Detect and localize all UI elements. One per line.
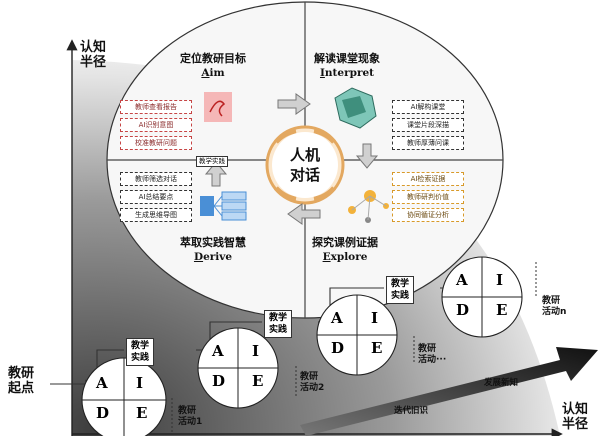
cycle-3: A I D E bbox=[331, 309, 383, 357]
cycle-1: A I D E bbox=[96, 374, 148, 422]
practice-label: 教学实践 bbox=[264, 310, 293, 338]
aim-item: 校准教研问题 bbox=[120, 136, 192, 150]
practice-label: 教学实践 bbox=[126, 338, 155, 366]
phase-derive-title: 萃取实践智慧 Derive bbox=[180, 236, 246, 263]
aim-item: AI识别意图 bbox=[120, 118, 192, 132]
cycle-n: A I D E bbox=[456, 271, 508, 319]
derive-item: 教师筛选对话 bbox=[120, 172, 192, 186]
interpret-item: 教师厚薄问课 bbox=[392, 136, 464, 150]
explore-item: 协同循证分析 bbox=[392, 208, 464, 222]
aim-icon bbox=[204, 92, 232, 122]
derive-icon bbox=[200, 191, 247, 221]
y-axis-label: 认知半径 bbox=[80, 40, 107, 70]
phase-aim-title: 定位教研目标 Aim bbox=[180, 52, 246, 79]
derive-item: AI总结要点 bbox=[120, 190, 192, 204]
explore-item: AI检索证据 bbox=[392, 172, 464, 186]
explore-item: 教师研判价值 bbox=[392, 190, 464, 204]
band-iterate: 迭代旧识 bbox=[394, 406, 429, 416]
arrow-interpret-to-explore bbox=[355, 143, 379, 169]
interpret-icon bbox=[334, 87, 377, 129]
practice-label: 教学实践 bbox=[386, 276, 415, 304]
phase-explore-title: 探究课例证据 Explore bbox=[312, 236, 378, 263]
interpret-item: AI解构课堂 bbox=[392, 100, 464, 114]
phase-interpret-title: 解读课堂现象 Interpret bbox=[314, 52, 380, 79]
x-axis-label: 认知半径 bbox=[562, 402, 589, 432]
arrow-derive-to-aim bbox=[204, 161, 228, 187]
start-label: 教研起点 bbox=[8, 366, 35, 396]
connector-tag: 教学实践 bbox=[196, 156, 228, 167]
activity-label: 教研活动1 bbox=[178, 406, 203, 427]
explore-icon bbox=[348, 190, 389, 223]
arrow-aim-to-interpret bbox=[277, 93, 311, 115]
interpret-item: 课堂片段深描 bbox=[392, 118, 464, 132]
activity-label: 教研活动2 bbox=[300, 372, 325, 393]
activity-label: 教研活动··· bbox=[418, 344, 447, 365]
derive-item: 生成思维导图 bbox=[120, 208, 192, 222]
center-dialogue: 人机对话 bbox=[272, 132, 338, 198]
aim-item: 教师查看报告 bbox=[120, 100, 192, 114]
growth-arrow bbox=[300, 347, 598, 436]
activity-label: 教研活动n bbox=[542, 296, 567, 317]
band-develop: 发展新知 bbox=[484, 378, 519, 388]
arrow-explore-to-derive bbox=[287, 203, 321, 225]
cycle-2: A I D E bbox=[212, 342, 264, 390]
